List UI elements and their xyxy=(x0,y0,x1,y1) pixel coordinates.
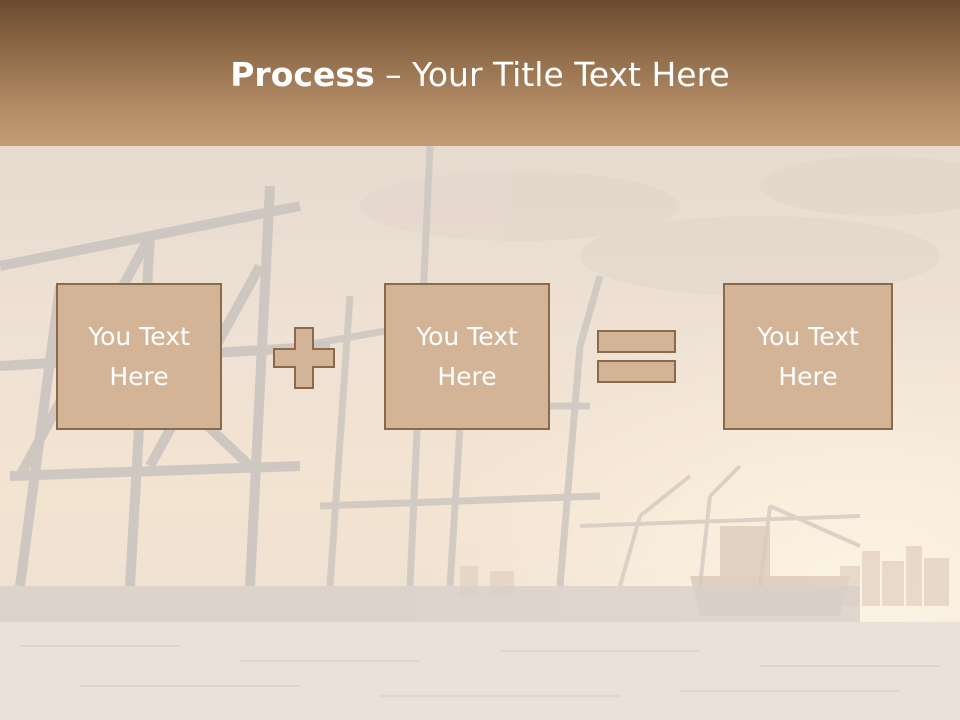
equals-icon xyxy=(597,330,676,383)
slide-title: Process – Your Title Text Here xyxy=(0,55,960,95)
process-box-1[interactable]: You Text Here xyxy=(56,283,222,430)
harbor-cranes-illustration xyxy=(0,146,960,720)
title-bold-text: Process xyxy=(230,55,375,94)
plus-icon xyxy=(273,327,335,389)
process-box-3-label: You Text Here xyxy=(757,321,859,391)
process-box-2-label: You Text Here xyxy=(416,321,518,391)
process-box-1-label: You Text Here xyxy=(88,321,190,391)
process-box-3[interactable]: You Text Here xyxy=(723,283,893,430)
title-bar: Process – Your Title Text Here xyxy=(0,0,960,146)
title-rest-text: – Your Title Text Here xyxy=(374,55,730,94)
process-box-2[interactable]: You Text Here xyxy=(384,283,550,430)
background-photo xyxy=(0,146,960,720)
